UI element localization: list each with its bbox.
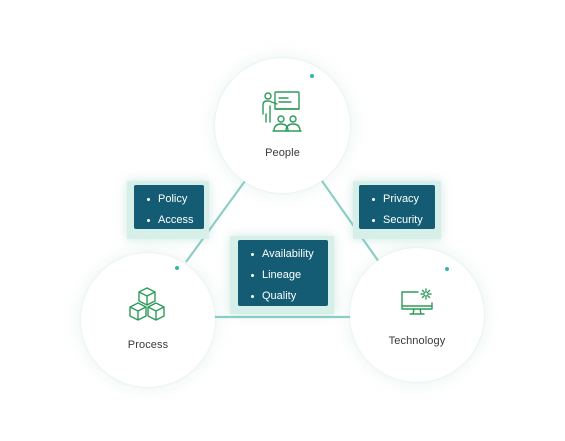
technology-accent-dot (445, 267, 449, 271)
card-item-privacy: Privacy (372, 193, 435, 214)
connector-people-process (185, 180, 246, 263)
technology-node: Technology (350, 248, 484, 382)
process-label: Process (127, 339, 169, 351)
monitor-gear-icon (401, 288, 433, 315)
card-item-quality: Quality (251, 290, 328, 302)
people-accent-dot (310, 74, 314, 78)
card-item-access: Access (147, 214, 204, 226)
people-technology-card: Privacy Security (359, 185, 435, 229)
connector-people-technology (321, 180, 380, 263)
card-item-availability: Availability (251, 248, 328, 269)
people-label: People (265, 147, 300, 159)
presenter-audience-icon (262, 91, 302, 132)
card-item-lineage: Lineage (251, 269, 328, 290)
process-technology-card: Availability Lineage Quality (238, 240, 328, 306)
process-accent-dot (175, 266, 179, 270)
stacked-cubes-icon (129, 287, 165, 321)
card-item-policy: Policy (147, 193, 204, 214)
process-node: Process (81, 253, 215, 387)
people-process-card: Policy Access (134, 185, 204, 229)
people-node: People (215, 58, 350, 193)
card-item-security: Security (372, 214, 435, 226)
technology-label: Technology (388, 335, 446, 347)
